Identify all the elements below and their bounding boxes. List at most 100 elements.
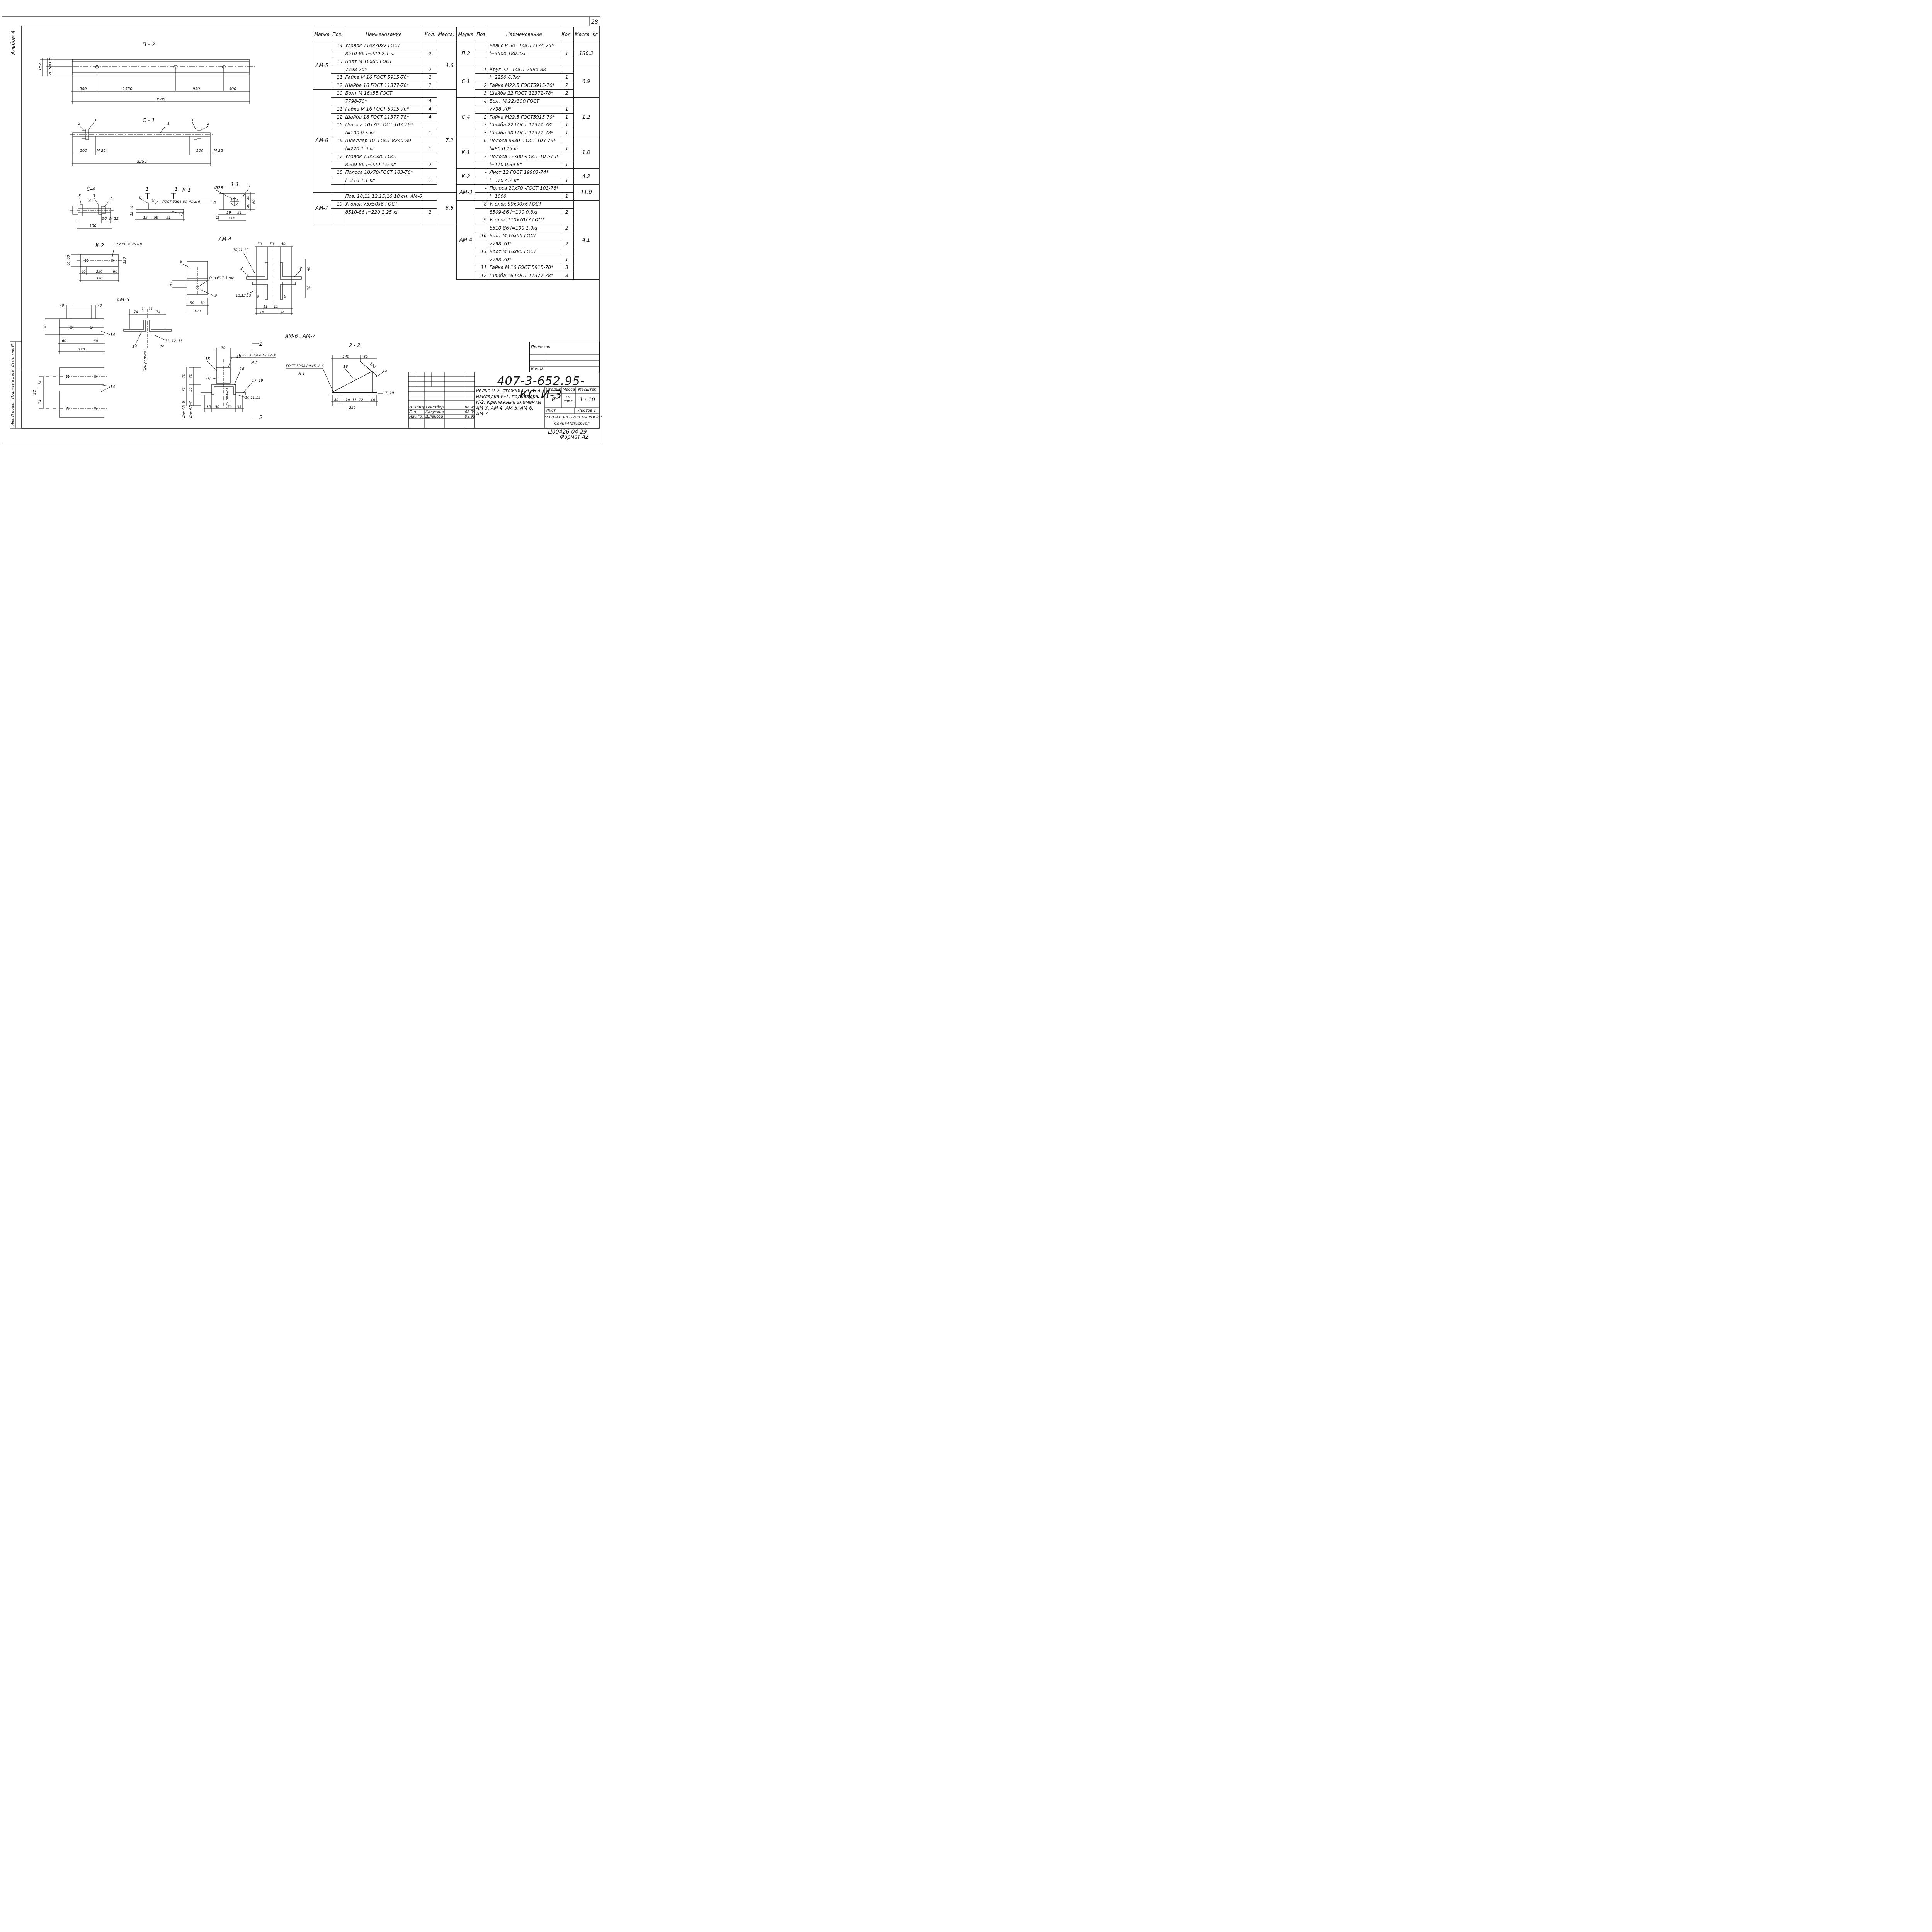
s22-dim-140: 140	[342, 355, 349, 359]
spec-left-pos-cell: 11	[330, 105, 344, 114]
spec-left-pos-cell: 15	[330, 121, 344, 129]
outer-frame	[2, 16, 600, 444]
am67-dim-50b: 50	[227, 405, 232, 409]
spec-left-qty-cell	[423, 58, 437, 66]
spec-right-name-cell: l=3500 180.2кг	[488, 49, 561, 58]
am67-dim-35a: 35	[206, 405, 211, 409]
side-label-inv: Инв. N подл.	[11, 403, 15, 425]
am67-for-am6: Для АМ-6	[182, 401, 186, 418]
spec-left-pos-cell: 19	[330, 200, 344, 209]
spec-left-name-cell: Поз. 10,11,12,15,16,18 см. АМ-6	[344, 192, 424, 201]
spec-right-qty-cell	[560, 248, 574, 256]
document-code: 407-3-652.95-КС.И-3	[497, 374, 585, 401]
view-k2: К-2 2 отв. Ø 25 мм 60 60 120 60 250 60 3…	[67, 242, 142, 282]
c4-pos-5: 5	[78, 194, 81, 198]
am5-pos-14c: 14	[110, 385, 115, 389]
spec-right-mark-cell: АМ-3	[456, 184, 476, 201]
spec-left-mark-cell: АМ-7	[313, 192, 331, 224]
spec-right-qty-cell	[560, 97, 574, 105]
city: Санкт-Петербург	[554, 422, 590, 426]
spec-left-name-cell: Болт М 16х55 ГОСТ	[344, 89, 424, 98]
spec-right-pos-cell: -	[475, 42, 488, 50]
p2-title: П - 2	[142, 42, 155, 48]
spec-right-pos-cell	[475, 240, 488, 248]
s11-dim-110: 110	[228, 217, 235, 221]
spec-right-qty-cell	[560, 58, 574, 66]
spec-left-qty-cell: 4	[423, 105, 437, 114]
s11-dim-15: 15	[216, 215, 220, 220]
scale-value: 1 : 10	[579, 397, 595, 403]
c4-pos-3: 3	[93, 194, 95, 198]
am67-pos-16: 16	[240, 367, 245, 371]
spec-left-qty-cell	[423, 168, 437, 177]
am4-dim-74b: 74	[280, 311, 285, 315]
spec-right-name-cell: Рельс Р-50 - ГОСТ7174-75*	[488, 42, 561, 50]
spec-right-name-cell: Лист 12 ГОСТ 19903-74*	[488, 168, 561, 177]
spec-right-name-cell: Шайба 16 ГОСТ 11377-78*	[488, 271, 561, 280]
spec-right-qty-cell	[560, 184, 574, 193]
spec-right-qty-cell	[560, 216, 574, 224]
spec-right-qty-cell: 2	[560, 89, 574, 98]
k1-dim-59: 59	[154, 216, 158, 220]
album-label: Альбом 4	[10, 30, 16, 55]
spec-right-qty-cell	[560, 200, 574, 209]
am67-pos-1719: 17, 19	[252, 379, 263, 383]
spec-left-qty-cell	[423, 192, 437, 201]
am5-dim-11b: 11	[148, 307, 153, 311]
name-2: Калугина	[425, 410, 444, 414]
c1-pos-1: 1	[167, 122, 170, 126]
spec-left-qty-cell	[423, 42, 437, 50]
mass-value: см. табл.	[564, 395, 574, 403]
role-3: Нач.гр.	[409, 415, 423, 419]
am5-pos-14b: 14	[132, 345, 137, 349]
am4-dim-74a: 74	[259, 311, 264, 315]
spec-right-pos-cell: 2	[475, 113, 488, 121]
am67-dim-75: 75	[182, 387, 186, 392]
spec-right-pos-cell	[475, 49, 488, 58]
drawing-canvas: 28 Альбом 4 Инв. N подл. Подпись и дата …	[2, 16, 600, 444]
s22-dim-40b: 40	[371, 398, 375, 402]
c1-pos-3a: 3	[94, 118, 96, 122]
spec-right-qty-cell	[560, 42, 574, 50]
am4-dim-50b: 50	[200, 301, 205, 305]
spec-right-qty-cell: 2	[560, 240, 574, 248]
s22-dim-80: 80	[363, 355, 368, 359]
k1-cut-a: 1	[146, 187, 149, 192]
spec-left-qty-cell	[423, 184, 437, 193]
name-1: Хейстбер	[425, 405, 444, 410]
am67-dim-35b: 35	[237, 405, 242, 409]
spec-right-pos-cell	[475, 105, 488, 114]
spec-table-right: Марка Поз. Наименование Кол. Масса, кг П…	[456, 27, 600, 280]
side-label-vzam: Взам. инв. N	[11, 344, 15, 367]
spec-right-qty-cell: 1	[560, 121, 574, 129]
am67-title: АМ-6 , АМ-7	[285, 333, 316, 339]
spec-left-header-qty: Кол.	[423, 27, 437, 42]
spec-left-qty-cell: 2	[423, 208, 437, 216]
spec-right-name-cell: Полоса 20х70 -ГОСТ 103-76*	[488, 184, 561, 193]
c1-dim-m22a: М 22	[97, 149, 106, 153]
s11-pos-6: 6	[213, 201, 216, 205]
spec-left-pos-cell	[330, 216, 344, 224]
spec-left-name-cell: l=220 1.9 кг	[344, 145, 424, 153]
k1-pos-7: 7	[181, 213, 184, 217]
spec-left-name-cell: Уголок 75х75х6 ГОСТ	[344, 153, 424, 161]
side-stamp	[10, 341, 22, 429]
spec-right-name-cell: Гайка М22.5 ГОСТ5915-70*	[488, 81, 561, 90]
spec-left-qty-cell: 1	[423, 129, 437, 137]
spec-right-qty-cell	[560, 232, 574, 240]
am4-title: АМ-4	[218, 237, 231, 243]
k2-dim-60d: 60	[113, 270, 117, 274]
view-am5: АМ-5 40 40 70 60 60 220 14 74 11 11 74 1…	[33, 297, 183, 418]
spec-right-header-name: Наименование	[488, 27, 561, 42]
spec-right-name-cell: Шайба 30 ГОСТ 11371-78*	[488, 129, 561, 137]
spec-left-pos-cell	[330, 49, 344, 58]
am67-cut-top: 2	[259, 342, 262, 347]
spec-right-mass-cell: 1.2	[573, 97, 600, 137]
spec-right-name-cell: Болт М 16х55 ГОСТ	[488, 232, 561, 240]
